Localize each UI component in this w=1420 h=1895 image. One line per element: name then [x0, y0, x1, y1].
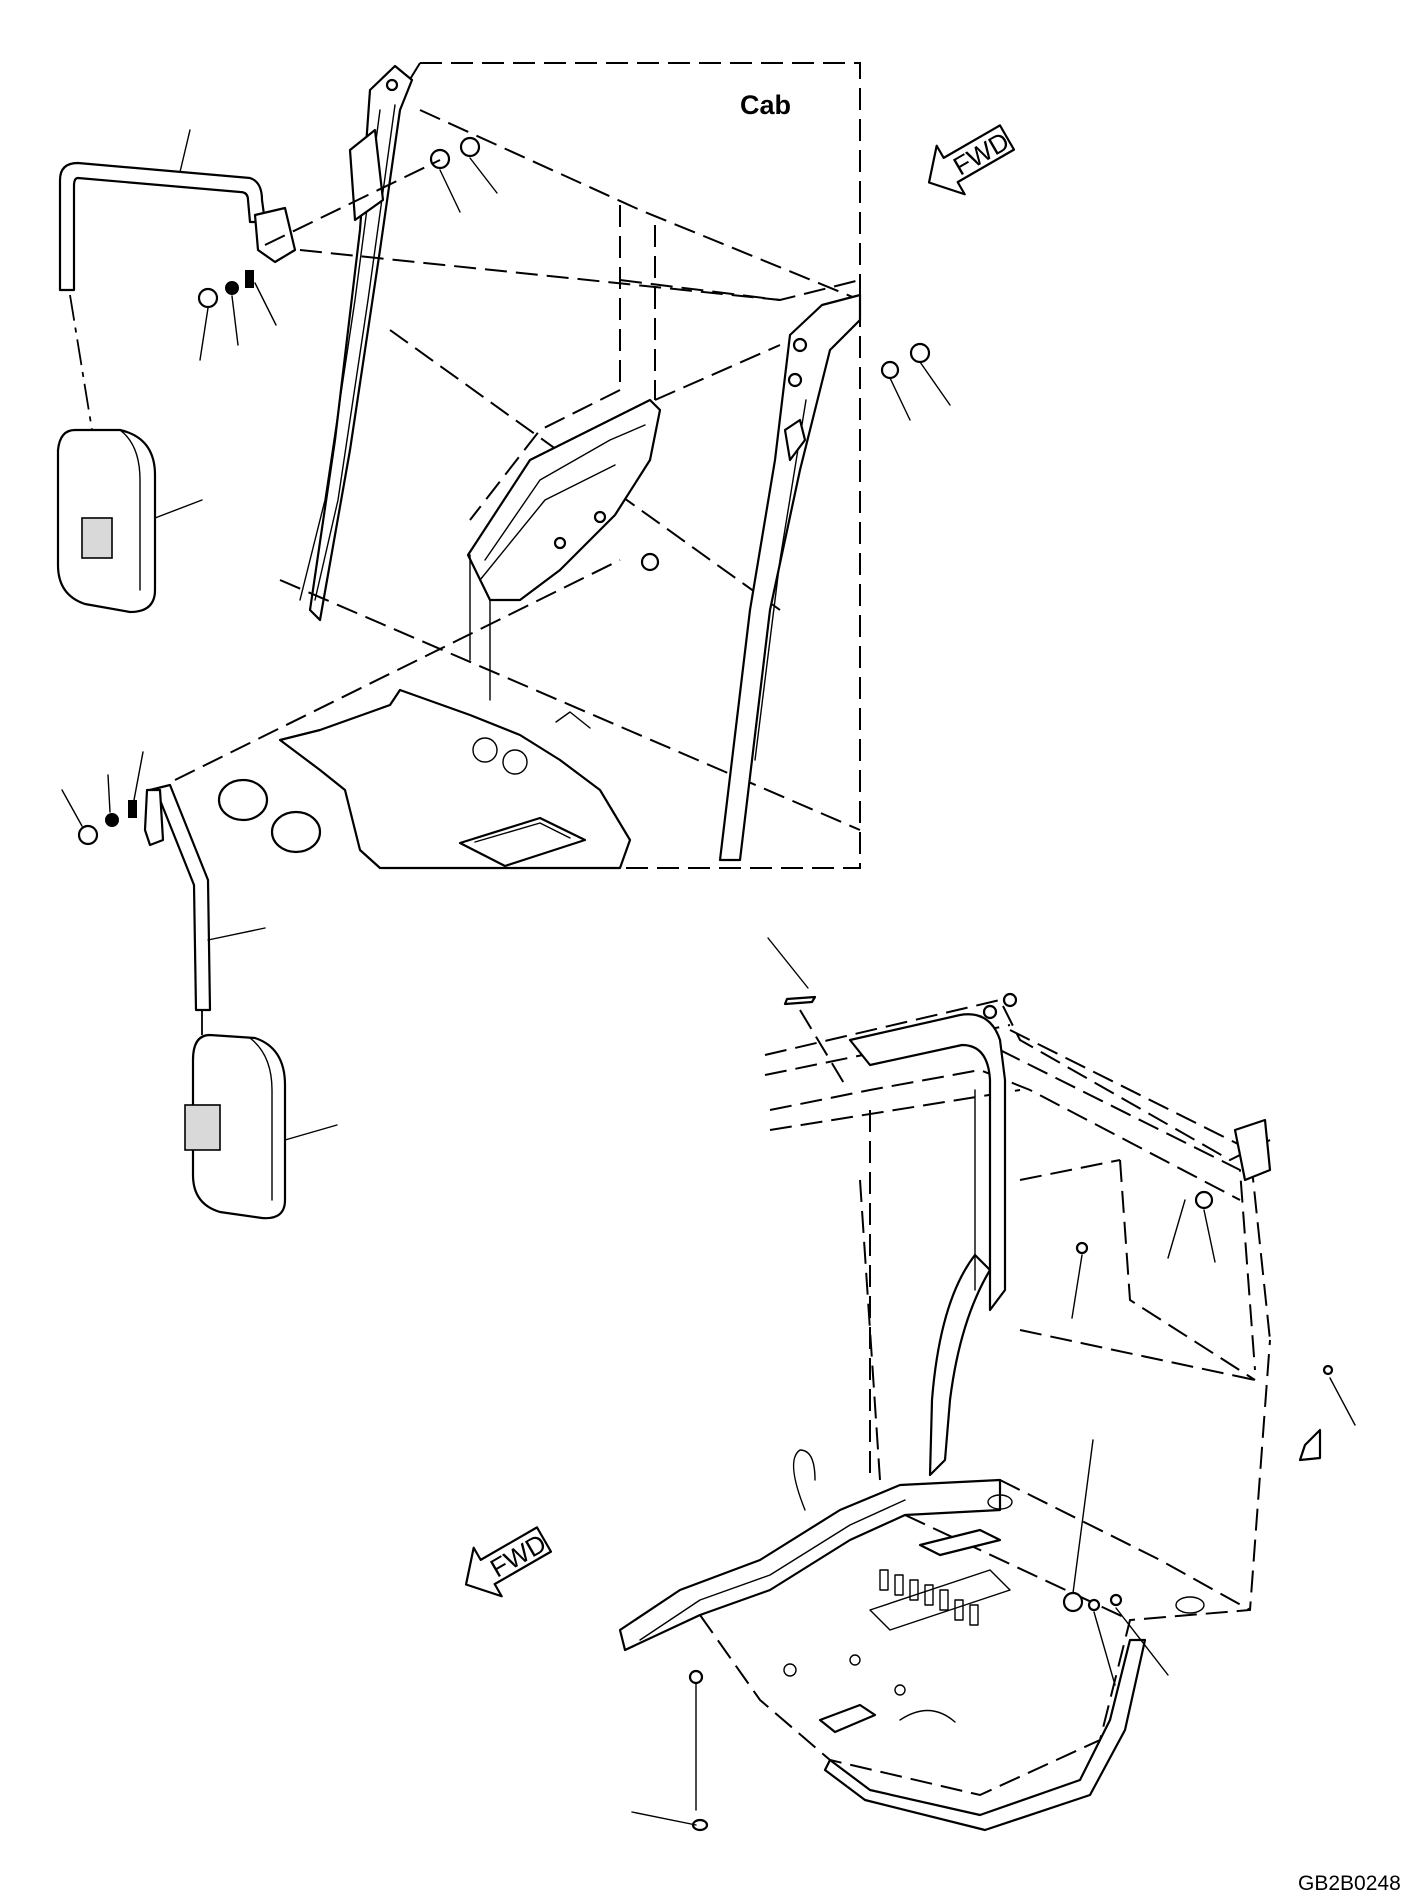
cab-front-pillar — [299, 64, 414, 622]
upper-mirror-axis — [69, 294, 93, 431]
floor-vent-slots — [879, 1569, 979, 1626]
cab-side-panel — [466, 398, 662, 701]
cab-upper-structure — [279, 109, 861, 831]
drawing-code: GB2B0248 — [1298, 1872, 1401, 1895]
cab-label: Cab — [740, 90, 791, 120]
upper-bracket-fasteners — [348, 128, 498, 222]
cab-floor — [217, 688, 632, 870]
lower-mirror-fasteners — [61, 751, 144, 846]
mirror-to-cab-line — [174, 559, 621, 781]
upper-mirror — [56, 428, 203, 614]
cab-rear-pillar — [718, 293, 862, 862]
right-bracket — [783, 342, 951, 462]
lower-mirror-stay — [143, 783, 266, 1012]
cab-frame — [618, 937, 1356, 1832]
upper-mirror-stay — [58, 129, 297, 292]
upper-mirror-to-cab-line — [264, 159, 441, 246]
lower-mirror — [184, 1033, 338, 1220]
upper-mirror-fasteners — [197, 270, 277, 361]
fwd-arrow-bottom: FWD — [464, 1526, 553, 1598]
fwd-arrow-top: FWD — [927, 124, 1016, 196]
